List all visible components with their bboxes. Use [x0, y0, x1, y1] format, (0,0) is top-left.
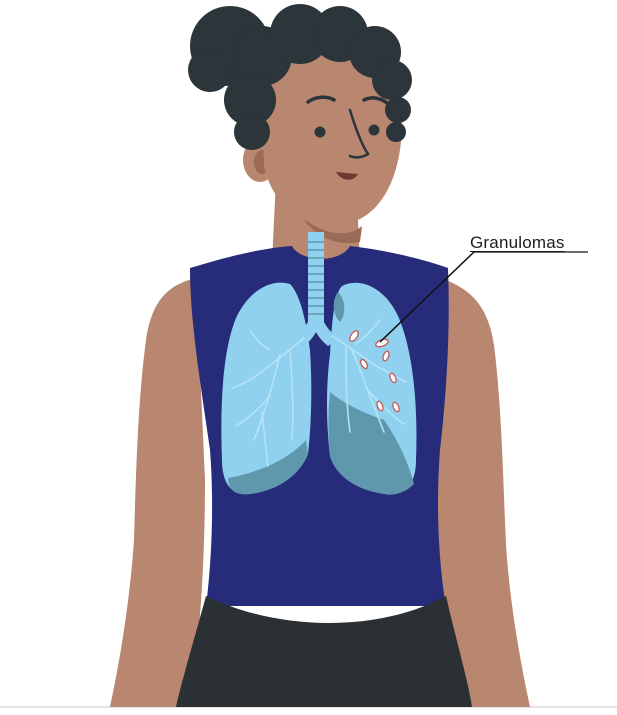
left-eye [315, 127, 326, 138]
head [188, 4, 412, 226]
pants [176, 596, 472, 707]
left-arm [110, 278, 205, 707]
right-eye [369, 125, 380, 136]
granulomas-label: Granulomas [470, 233, 565, 253]
